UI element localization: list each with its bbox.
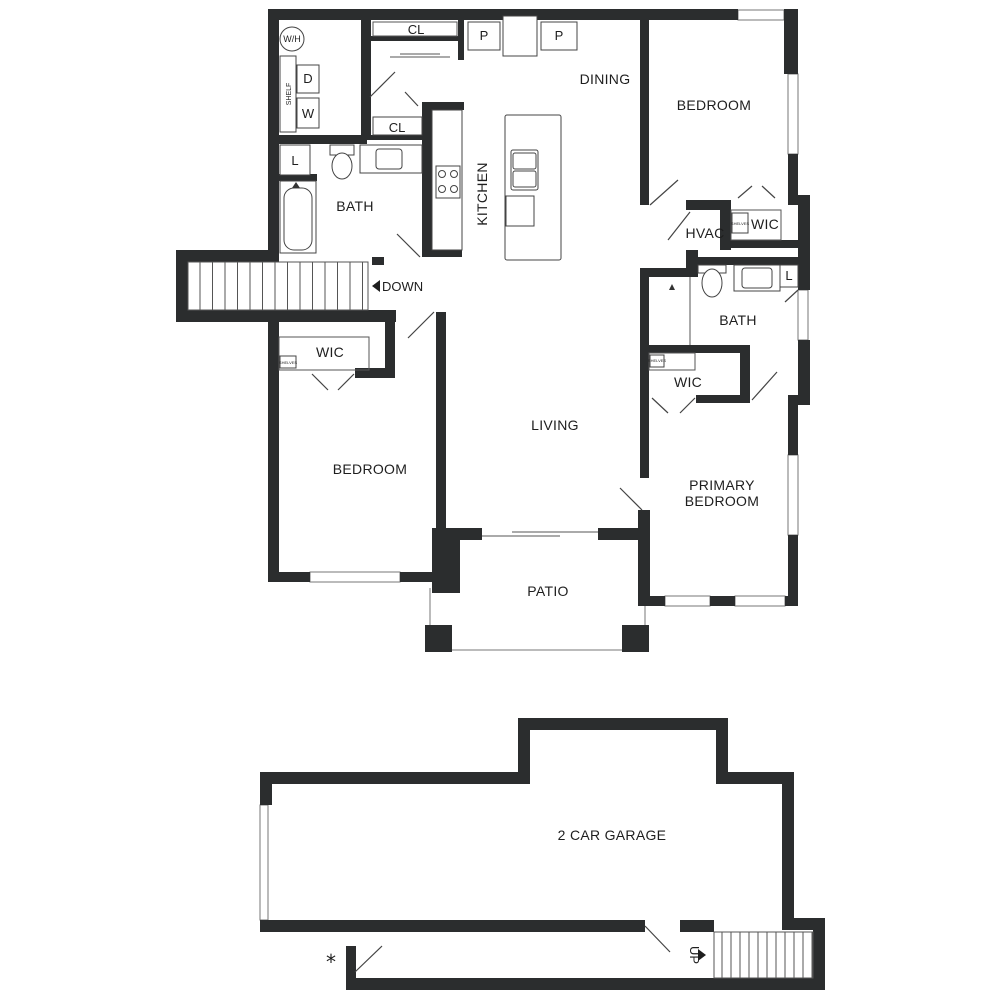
down-arrow-icon — [372, 280, 380, 292]
label-pantry-2: P — [555, 28, 564, 43]
water-heater — [279, 26, 305, 52]
room-living: LIVING — [531, 417, 579, 433]
label-shelves-w: SHELVES — [279, 360, 297, 365]
label-closet-top: CL — [408, 22, 425, 37]
room-bedroom-w: BEDROOM — [333, 461, 407, 477]
room-wic-e: WIC — [674, 374, 702, 390]
label-pantry-1: P — [480, 28, 489, 43]
fridge — [502, 15, 538, 57]
garage-doors — [354, 925, 671, 973]
linen-closet-e — [779, 264, 799, 288]
room-wic-w: WIC — [316, 344, 344, 360]
up-arrow-icon — [698, 949, 706, 961]
label-dryer: D — [303, 71, 312, 86]
pantry-1 — [467, 21, 501, 51]
label-up: UP — [687, 946, 702, 964]
label-shelf: SHELF — [286, 83, 293, 106]
room-bedroom-ne: BEDROOM — [677, 97, 751, 113]
label-shelves-ne: SHELVES — [731, 221, 749, 226]
label-closet-mid: CL — [389, 120, 406, 135]
room-labels: DINING BEDROOM KITCHEN BATH HVAC WIC BAT… — [316, 71, 779, 843]
dryer — [296, 64, 320, 94]
fixture-labels: W/H CL P P D W SHELF CL L L SHELVES SHEL… — [279, 22, 793, 365]
room-bath-w: BATH — [336, 198, 374, 214]
stairs-down — [187, 261, 369, 311]
room-dining: DINING — [580, 71, 631, 87]
interior-walls — [279, 20, 810, 587]
room-primary-line2: BEDROOM — [685, 493, 759, 509]
linen-closet — [279, 144, 311, 176]
asterisk-marker: * — [326, 950, 336, 974]
room-primary-line1: PRIMARY — [689, 477, 755, 493]
room-garage: 2 CAR GARAGE — [558, 827, 667, 843]
garage-walls — [260, 718, 825, 990]
label-down: DOWN — [382, 279, 423, 294]
shower-head-icon — [292, 182, 675, 290]
washer — [296, 97, 320, 129]
label-linen-w: L — [291, 153, 298, 168]
exterior-walls — [176, 9, 810, 652]
room-bath-e: BATH — [719, 312, 757, 328]
room-patio: PATIO — [527, 583, 568, 599]
pantry-2 — [540, 21, 578, 51]
windows — [259, 9, 809, 921]
label-linen-e: L — [785, 268, 792, 283]
stair-labels: DOWN UP * — [326, 279, 706, 974]
label-washer: W — [302, 106, 315, 121]
room-hvac: HVAC — [685, 225, 724, 241]
label-water-heater: W/H — [283, 34, 301, 44]
room-kitchen: KITCHEN — [474, 162, 490, 226]
doors — [311, 71, 799, 537]
fixtures — [278, 15, 799, 371]
room-wic-ne: WIC — [751, 216, 779, 232]
label-shelves-e: SHELVES — [648, 358, 666, 363]
stairs-up — [713, 931, 814, 979]
